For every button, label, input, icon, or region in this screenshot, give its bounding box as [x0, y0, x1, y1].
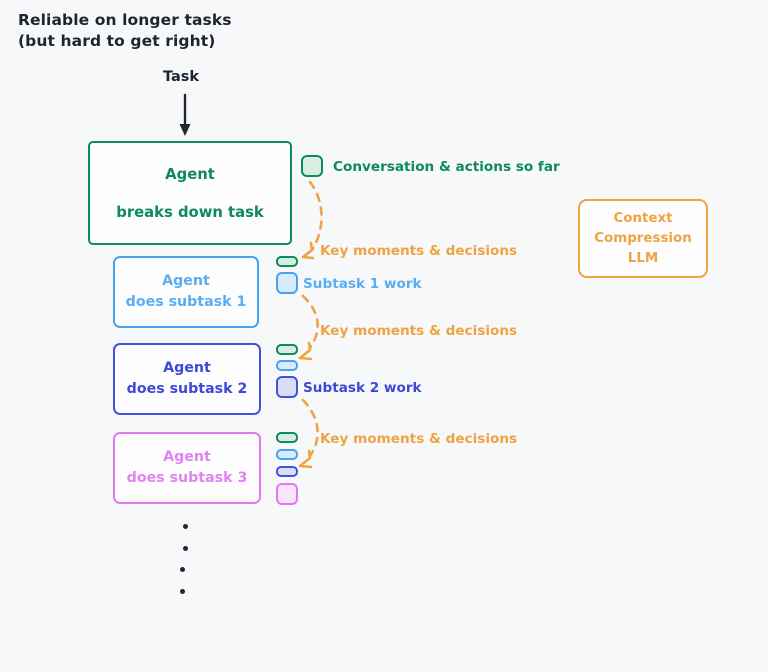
agent-s1-line2: does subtask 1 [125, 294, 247, 310]
task-arrow-icon [179, 93, 191, 136]
memory-chip-conversation-green [301, 155, 323, 177]
compression-arrow-2-icon [298, 294, 319, 361]
label-key-moments-2: Key moments & decisions [320, 323, 518, 339]
label-conversation-and-actions: Conversation & actions so far [333, 159, 560, 175]
ccl-line3: LLM [627, 250, 659, 266]
memory-chip-compressed-blue-3 [276, 449, 298, 460]
ellipsis-dot-2 [183, 546, 188, 551]
memory-chip-compressed-blue-2 [276, 360, 298, 371]
agent-main-line1: Agent [165, 165, 215, 183]
agent-s2-line1: Agent [163, 360, 211, 376]
task-label: Task [163, 69, 200, 85]
agent-box-subtask-2[interactable]: Agent does subtask 2 [113, 343, 261, 415]
ccl-line1: Context [613, 210, 673, 226]
label-subtask-1-work: Subtask 1 work [303, 276, 422, 292]
agent-s2-line2: does subtask 2 [126, 381, 248, 397]
label-subtask-2-work: Subtask 2 work [303, 380, 422, 396]
memory-chip-compressed-green-1 [276, 256, 298, 267]
label-key-moments-1: Key moments & decisions [320, 243, 518, 259]
agent-box-main[interactable]: Agent breaks down task [88, 141, 292, 245]
memory-chip-compressed-green-2 [276, 344, 298, 355]
memory-chip-compressed-green-3 [276, 432, 298, 443]
page-title: Reliable on longer tasks (but hard to ge… [18, 11, 232, 50]
agent-s1-line1: Agent [162, 273, 210, 289]
context-compression-llm-box[interactable]: Context Compression LLM [578, 199, 708, 278]
ellipsis-dot-4 [180, 589, 185, 594]
compression-arrow-3-icon [298, 398, 319, 469]
agent-box-subtask-1[interactable]: Agent does subtask 1 [113, 256, 259, 328]
memory-chip-subtask3-pink [276, 483, 298, 505]
ellipsis-dot-3 [180, 567, 185, 572]
agent-s3-line2: does subtask 3 [126, 470, 248, 486]
memory-chip-subtask2-purple [276, 376, 298, 398]
ccl-line2: Compression [594, 230, 692, 246]
ellipsis-dot-1 [183, 524, 188, 529]
memory-chip-compressed-purple-3 [276, 466, 298, 477]
agent-main-line2: breaks down task [116, 203, 264, 221]
agent-box-subtask-3[interactable]: Agent does subtask 3 [113, 432, 261, 504]
memory-chip-subtask1-blue [276, 272, 298, 294]
label-key-moments-3: Key moments & decisions [320, 431, 518, 447]
agent-s3-line1: Agent [163, 449, 211, 465]
compression-arrow-1-icon [301, 180, 323, 260]
